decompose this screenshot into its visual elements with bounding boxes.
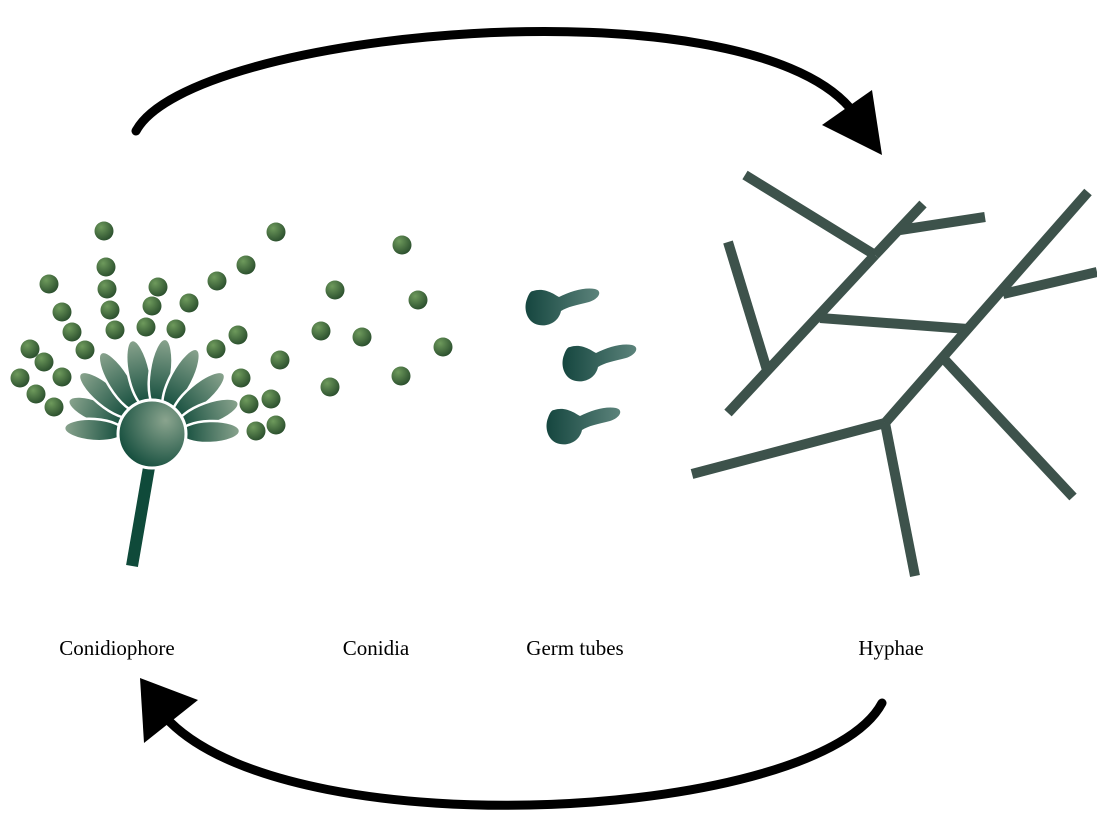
germ-tube-0 xyxy=(526,288,600,325)
spore-7 xyxy=(98,280,117,299)
hypha-segment-0 xyxy=(745,175,875,255)
conidiophore-illustration xyxy=(11,222,290,567)
label-conidia: Conidia xyxy=(343,636,410,661)
spore-6 xyxy=(237,256,256,275)
spore-15 xyxy=(167,320,186,339)
conidium-7 xyxy=(392,367,411,386)
spore-1 xyxy=(267,223,286,242)
spore-26 xyxy=(45,398,64,417)
phialide-8 xyxy=(180,420,241,444)
hypha-segment-3 xyxy=(728,255,875,413)
spore-28 xyxy=(262,390,281,409)
germ-tube-2 xyxy=(547,407,621,444)
spore-25 xyxy=(27,385,46,404)
spore-9 xyxy=(101,301,120,320)
hypha-segment-10 xyxy=(885,423,915,576)
spore-13 xyxy=(106,321,125,340)
spore-22 xyxy=(11,369,30,388)
spore-17 xyxy=(21,340,40,359)
spore-8 xyxy=(53,303,72,322)
conidiophore-vesicle xyxy=(118,400,186,468)
label-hyphae: Hyphae xyxy=(858,636,923,661)
germ-tube-1 xyxy=(563,344,637,381)
spore-18 xyxy=(35,353,54,372)
spore-2 xyxy=(97,258,116,277)
spore-3 xyxy=(40,275,59,294)
spore-11 xyxy=(180,294,199,313)
conidium-0 xyxy=(393,236,412,255)
spore-12 xyxy=(63,323,82,342)
conidium-2 xyxy=(409,291,428,310)
spore-29 xyxy=(247,422,266,441)
hypha-segment-8 xyxy=(945,360,1073,497)
hypha-segment-9 xyxy=(692,423,885,474)
conidium-6 xyxy=(321,378,340,397)
conidium-4 xyxy=(353,328,372,347)
label-germ-tubes: Germ tubes xyxy=(526,636,623,661)
spore-16 xyxy=(229,326,248,345)
conidium-3 xyxy=(312,322,331,341)
germ-tubes-illustration xyxy=(526,288,637,444)
spore-20 xyxy=(207,340,226,359)
spore-21 xyxy=(271,351,290,370)
hypha-segment-4 xyxy=(728,242,767,370)
spore-24 xyxy=(232,369,251,388)
hyphae-illustration xyxy=(692,175,1097,576)
spore-30 xyxy=(267,416,286,435)
bottom-cycle-arrow xyxy=(140,678,882,805)
spore-0 xyxy=(95,222,114,241)
top-cycle-arrow xyxy=(136,32,882,155)
conidium-5 xyxy=(434,338,453,357)
hypha-segment-5 xyxy=(820,318,968,329)
spore-4 xyxy=(149,278,168,297)
conidium-1 xyxy=(326,281,345,300)
spore-23 xyxy=(53,368,72,387)
spore-10 xyxy=(143,297,162,316)
spore-19 xyxy=(76,341,95,360)
label-conidiophore: Conidiophore xyxy=(59,636,175,661)
spore-14 xyxy=(137,318,156,337)
spore-27 xyxy=(240,395,259,414)
conidia-illustration xyxy=(312,236,453,397)
spore-5 xyxy=(208,272,227,291)
